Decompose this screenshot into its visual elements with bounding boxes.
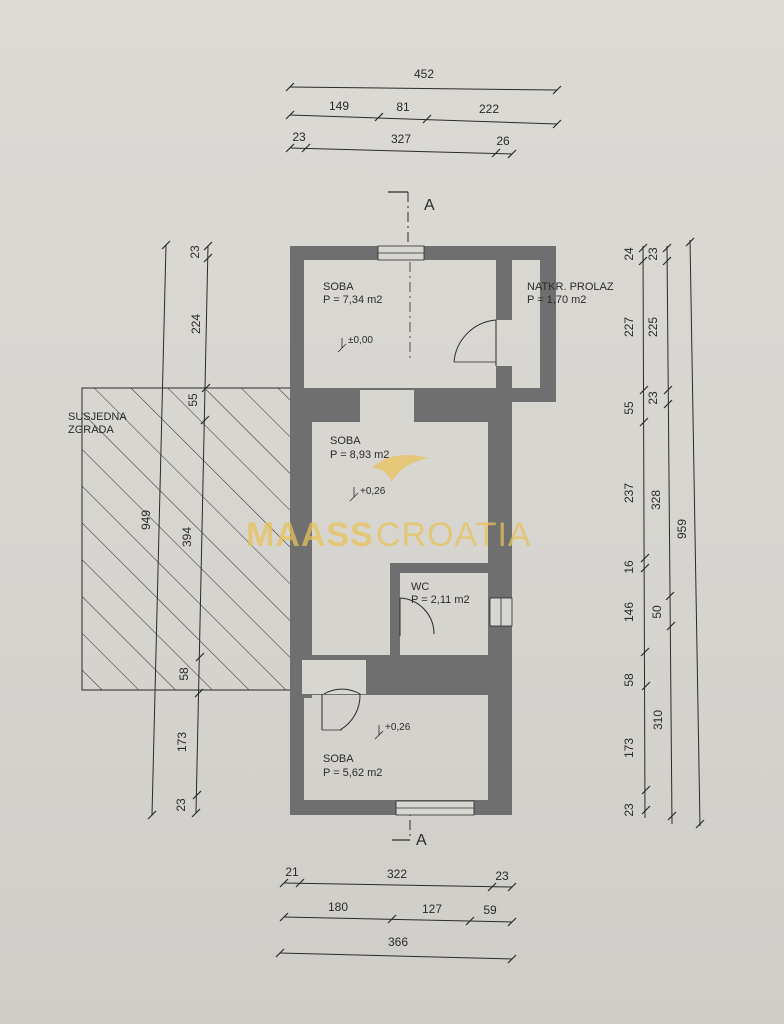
watermark: MAASS CROATIA xyxy=(246,455,532,554)
passage-name: NATKR. PROLAZ xyxy=(527,281,614,293)
dim-bottom-d: 180 xyxy=(328,900,348,914)
dim-right-b3: 23 xyxy=(646,391,660,405)
walls xyxy=(290,245,556,816)
dim-right-total: 959 xyxy=(675,519,689,539)
dim-left-3: 55 xyxy=(186,393,200,407)
dim-right-b6: 310 xyxy=(651,710,665,730)
dim-left-7: 23 xyxy=(174,798,188,812)
room2-name: SOBA xyxy=(330,435,361,447)
dim-right-4: 237 xyxy=(622,483,636,503)
dim-right-9: 23 xyxy=(622,803,636,817)
dim-right-3: 55 xyxy=(622,401,636,415)
room3-level: +0,26 xyxy=(385,722,411,733)
room1-level: ±0,00 xyxy=(348,335,373,346)
dim-right-8: 173 xyxy=(622,738,636,758)
dim-right-7: 58 xyxy=(622,673,636,687)
dim-bottom-f: 59 xyxy=(483,903,497,917)
dim-left-4: 394 xyxy=(180,527,194,547)
section-mark-bottom: A xyxy=(416,832,427,849)
passage-area: P = 1,70 m2 xyxy=(527,294,586,306)
left-dimension-chains: 949 23 224 55 394 58 173 23 xyxy=(139,240,213,820)
dim-top-c: 222 xyxy=(479,102,499,116)
dim-top-f: 26 xyxy=(496,134,510,148)
dim-right-b5: 50 xyxy=(650,605,664,619)
room2-level: +0,26 xyxy=(360,486,386,497)
dim-bottom-b: 322 xyxy=(387,867,407,881)
dim-top-d: 23 xyxy=(292,130,306,144)
top-dimension-chains: 452 149 81 222 23 327 26 xyxy=(285,67,562,159)
watermark-text-1: MAASS xyxy=(246,516,374,554)
dim-top-a: 149 xyxy=(329,99,349,113)
watermark-text-2: CROATIA xyxy=(376,516,532,554)
dim-left-total: 949 xyxy=(139,510,153,530)
section-mark-top: A xyxy=(424,197,435,214)
right-dimension-chains: 24 227 55 237 16 146 58 173 23 23 225 23… xyxy=(622,237,705,829)
dim-left-6: 173 xyxy=(175,732,189,752)
room2-area: P = 8,93 m2 xyxy=(330,449,389,461)
dim-right-6: 146 xyxy=(622,602,636,622)
dim-top-b: 81 xyxy=(396,100,410,114)
dim-bottom-e: 127 xyxy=(422,902,442,916)
dim-bottom-c: 23 xyxy=(495,869,509,883)
dim-right-2: 227 xyxy=(622,317,636,337)
neighbor-label-2: ZGRADA xyxy=(68,424,115,436)
neighbor-label-1: SUSJEDNA xyxy=(68,411,127,423)
dim-right-5: 16 xyxy=(622,560,636,574)
doors xyxy=(321,319,497,731)
dim-bottom-total: 366 xyxy=(388,935,408,949)
dim-top-total: 452 xyxy=(414,67,434,81)
dim-left-1: 23 xyxy=(188,245,202,259)
room-labels: SOBA P = 7,34 m2 ±0,00 NATKR. PROLAZ P =… xyxy=(323,281,614,779)
watermark-bird-icon xyxy=(372,455,428,482)
dim-left-5: 58 xyxy=(177,667,191,681)
room3-name: SOBA xyxy=(323,753,354,765)
neighbor-building: SUSJEDNA ZGRADA xyxy=(68,387,293,691)
dim-left-2: 224 xyxy=(189,314,203,334)
room1-name: SOBA xyxy=(323,281,354,293)
dim-right-b4: 328 xyxy=(649,490,663,510)
dim-bottom-a: 21 xyxy=(285,865,299,879)
room1-area: P = 7,34 m2 xyxy=(323,294,382,306)
dim-right-b1: 23 xyxy=(646,247,660,261)
bottom-dimension-chains: 21 322 23 180 127 59 366 xyxy=(275,865,517,964)
dim-right-1: 24 xyxy=(622,247,636,261)
room3-area: P = 5,62 m2 xyxy=(323,767,382,779)
dim-right-b2: 225 xyxy=(646,317,660,337)
dim-top-e: 327 xyxy=(391,132,411,146)
wc-name: WC xyxy=(411,581,429,593)
wc-area: P = 2,11 m2 xyxy=(411,594,470,606)
